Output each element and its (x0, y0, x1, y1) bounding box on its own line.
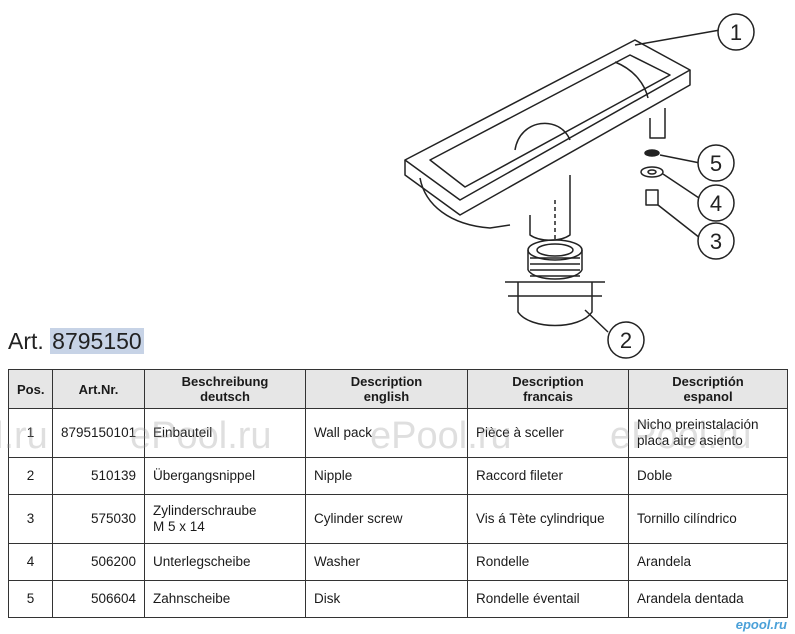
callout-1-label: 1 (730, 20, 742, 45)
cell-description-es: Tornillo cilíndrico (628, 494, 788, 544)
cell-pos: 1 (8, 408, 53, 458)
cell-pos: 5 (8, 580, 53, 618)
exploded-parts-drawing: 1 2 3 4 5 (404, 13, 755, 359)
article-prefix: Art. (8, 328, 44, 354)
cell-description-es-line: Tornillo cilíndrico (637, 511, 737, 526)
header-text: Description (350, 374, 423, 389)
cell-description-fr: Vis á Tète cylindrique (467, 494, 629, 544)
cell-description-en: Disk (305, 580, 468, 618)
callout-5-label: 5 (710, 151, 722, 176)
header-text: Description (512, 374, 584, 389)
cell-artnr: 575030 (52, 494, 145, 544)
header-artnr: Art.Nr. (52, 369, 145, 409)
callout-4-label: 4 (710, 191, 722, 216)
header-text: deutsch (200, 389, 250, 404)
cell-artnr: 506604 (52, 580, 145, 618)
header-text: francais (523, 389, 573, 404)
cell-description-fr: Raccord fileter (467, 457, 629, 495)
cell-description-de: Übergangsnippel (144, 457, 306, 495)
cell-description-es-line: Nicho preinstalación (637, 417, 759, 432)
cell-description-fr: Rondelle (467, 543, 629, 581)
cell-description-en: Washer (305, 543, 468, 581)
header-pos: Pos. (8, 369, 53, 409)
callout-2 (607, 321, 645, 359)
callout-1 (717, 13, 755, 51)
cell-artnr: 506200 (52, 543, 145, 581)
cell-description-es-line: Arandela dentada (637, 591, 744, 606)
callout-2-label: 2 (620, 328, 632, 353)
article-number[interactable]: 8795150 (50, 328, 144, 354)
cell-artnr: 8795150101 (52, 408, 145, 458)
header-text: Descriptión (672, 374, 744, 389)
cell-description-es: Doble (628, 457, 788, 495)
cell-description-en: Wall pack (305, 408, 468, 458)
header-text: Art.Nr. (78, 381, 119, 397)
cell-description-de-line: Unterlegscheibe (153, 554, 251, 569)
cell-description-de-line: Einbauteil (153, 425, 213, 440)
cell-pos: 4 (8, 543, 53, 581)
cell-description-fr: Pièce à sceller (467, 408, 629, 458)
header-text: Beschreibung (181, 374, 269, 389)
cell-description-es: Arandela (628, 543, 788, 581)
cell-description-de-line: Zylinderschraube (153, 503, 257, 518)
header-text: Pos. (17, 381, 45, 397)
cell-artnr: 510139 (52, 457, 145, 495)
cell-pos: 2 (8, 457, 53, 495)
cell-description-de: Zahnscheibe (144, 580, 306, 618)
callout-3-label: 3 (710, 229, 722, 254)
cell-description-es-line: Arandela (637, 554, 692, 569)
callout-3 (697, 222, 735, 260)
cell-description-en: Cylinder screw (305, 494, 468, 544)
header-text: espanol (683, 389, 733, 404)
cell-description-fr: Rondelle éventail (467, 580, 629, 618)
cell-description-de-line: Übergangsnippel (153, 468, 256, 483)
article-heading: Art. 8795150 (8, 326, 144, 356)
callout-5 (697, 144, 735, 182)
cell-description-es: Arandela dentada (628, 580, 788, 618)
cell-description-es-line: placa aire asiento (637, 433, 743, 448)
site-logo: epool.ru (735, 617, 787, 632)
header-text: english (363, 389, 410, 404)
cell-description-de-line: M 5 x 14 (153, 519, 205, 534)
cell-description-de: Unterlegscheibe (144, 543, 306, 581)
cell-description-en: Nipple (305, 457, 468, 495)
callout-4 (697, 184, 735, 222)
cell-description-es-line: Doble (637, 468, 673, 483)
cell-pos: 3 (8, 494, 53, 544)
cell-description-de: Einbauteil (144, 408, 306, 458)
cell-description-de-line: Zahnscheibe (153, 591, 231, 606)
